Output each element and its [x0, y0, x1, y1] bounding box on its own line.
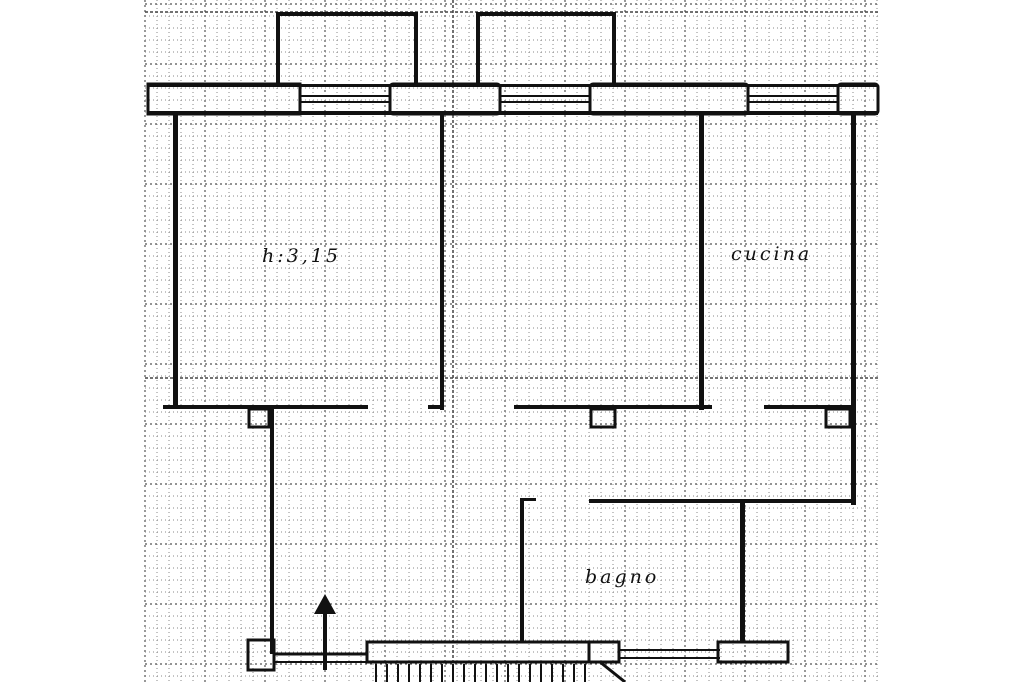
stair-hatching [375, 664, 586, 682]
room-height-label: h:3,15 [262, 245, 341, 267]
north-arrow-icon [314, 594, 336, 670]
interior-walls [163, 113, 856, 654]
window-1 [300, 95, 390, 103]
balconies [276, 12, 616, 86]
bathroom-label: bagno [585, 566, 659, 588]
balcony-left [276, 12, 418, 86]
window-2 [500, 95, 590, 103]
top-facade-wall [146, 82, 880, 116]
kitchen-label: cucina [731, 243, 812, 265]
window-3 [748, 95, 838, 103]
balcony-right [476, 12, 616, 86]
bottom-facade-wall [246, 638, 790, 682]
